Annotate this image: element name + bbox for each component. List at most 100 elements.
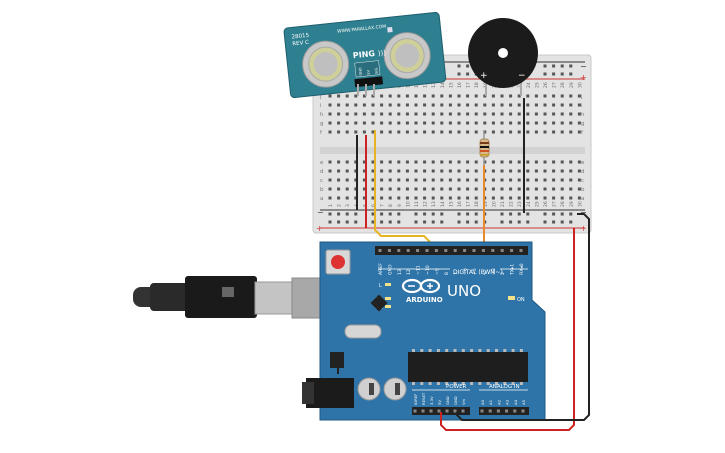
- column-number: 28: [560, 201, 566, 207]
- column-number: 26: [543, 201, 549, 207]
- piezo-buzzer: + −: [468, 18, 538, 96]
- row-letter: g: [581, 121, 585, 127]
- column-number: 8: [388, 204, 394, 207]
- wire-gnd-black: [456, 213, 590, 421]
- analog-pin-label: A4: [513, 399, 518, 405]
- column-number: 29: [569, 82, 575, 88]
- sensor-pin-label: GND: [358, 67, 363, 76]
- row-letter: a: [581, 196, 584, 202]
- column-number: 17: [466, 201, 472, 207]
- rail-plus-label: +: [580, 73, 587, 82]
- column-number: 15: [448, 201, 454, 207]
- rail-minus-label: −: [580, 62, 587, 71]
- row-letter: h: [581, 112, 585, 118]
- digital-pin-label: ~11: [416, 265, 422, 275]
- row-letter: b: [581, 187, 585, 193]
- column-number: 13: [431, 82, 437, 88]
- column-number: 30: [577, 201, 583, 207]
- usb-cable: [133, 276, 353, 319]
- digital-pin-label: 13: [397, 269, 403, 275]
- column-number: 1: [328, 204, 334, 207]
- analog-label: ANALOG IN: [489, 384, 520, 390]
- sensor-pin-label: 5V: [366, 69, 371, 75]
- center-channel: [320, 147, 585, 154]
- row-letter: i: [581, 103, 583, 109]
- column-number: 27: [552, 82, 558, 88]
- power-pin-label: GND: [445, 396, 450, 405]
- column-number: 9: [397, 204, 403, 207]
- buzzer-minus: −: [518, 71, 526, 81]
- row-letter: c: [320, 178, 323, 184]
- column-number: 27: [552, 201, 558, 207]
- wire-5v-red: [440, 228, 575, 431]
- row-letter: a: [320, 196, 323, 202]
- terminal-strip-top: [328, 94, 581, 134]
- column-number: 3: [345, 204, 351, 207]
- rail-minus-label: −: [580, 208, 587, 217]
- column-number: 29: [569, 201, 575, 207]
- power-pin-label: RESET: [421, 392, 426, 405]
- digital-header: [375, 246, 528, 255]
- sensor-website: WWW.PARALLAX.COM: [337, 24, 387, 35]
- digital-pin-label: ~6: [463, 268, 469, 275]
- power-header: [412, 407, 470, 415]
- usb-icon: [222, 287, 234, 297]
- digital-pin-label: 7: [453, 272, 459, 275]
- column-number: 17: [466, 82, 472, 88]
- digital-label: DIGITAL (PWM~): [453, 269, 503, 276]
- power-pin-label: GND: [453, 396, 458, 405]
- row-letter: i: [320, 103, 322, 109]
- column-number: 2: [337, 204, 343, 207]
- digital-pin-label: ~3: [491, 268, 497, 275]
- column-number: 25: [534, 201, 540, 207]
- svg-text:))): ))): [377, 49, 386, 58]
- column-number: 18: [474, 201, 480, 207]
- digital-pin-label: ~9: [434, 268, 440, 275]
- digital-pin-label: 4: [481, 272, 487, 275]
- analog-pin-label: A1: [488, 399, 493, 405]
- buzzer-plus: +: [480, 71, 488, 81]
- column-number: 12: [423, 82, 429, 88]
- analog-pin-label: A0: [480, 399, 485, 405]
- sensor-pin-label: SIG: [374, 67, 379, 74]
- column-number: 10: [405, 201, 411, 207]
- power-pin-label: 3.3V: [429, 396, 434, 405]
- row-letter: b: [320, 187, 324, 193]
- digital-pin-label: TX▸1: [510, 264, 516, 276]
- microcontroller-chip: [408, 352, 528, 382]
- row-letter: d: [581, 169, 585, 175]
- power-pin-label: IOREF: [413, 394, 418, 405]
- digital-pin-label: 12: [406, 269, 412, 275]
- row-letter: j: [319, 94, 322, 100]
- row-letter: g: [320, 121, 324, 127]
- rail-plus-label: +: [580, 224, 587, 233]
- column-number: 16: [457, 201, 463, 207]
- column-number: 24: [526, 82, 532, 88]
- column-number: 12: [423, 201, 429, 207]
- resistor: [479, 130, 490, 165]
- column-number: 25: [534, 82, 540, 88]
- arduino-logo-icon: [401, 278, 441, 294]
- sensor-revision: REV C: [292, 40, 309, 48]
- column-number: 15: [448, 82, 454, 88]
- row-letter: e: [320, 160, 324, 166]
- analog-header: [479, 407, 529, 415]
- analog-pin-label: A5: [521, 399, 526, 405]
- column-number: 11: [414, 201, 420, 207]
- rail-minus-label: −: [317, 208, 324, 217]
- led-on-label: ON: [517, 297, 525, 303]
- column-number: 26: [543, 82, 549, 88]
- arduino-brand: ARDUINO: [406, 296, 443, 304]
- row-letter: f: [320, 130, 323, 136]
- power-pin-label: Vin: [461, 398, 466, 405]
- column-number: 13: [431, 201, 437, 207]
- column-number: 24: [526, 201, 532, 207]
- row-letter: d: [320, 169, 324, 175]
- row-letter: f: [581, 130, 584, 136]
- analog-pin-label: A2: [496, 399, 501, 405]
